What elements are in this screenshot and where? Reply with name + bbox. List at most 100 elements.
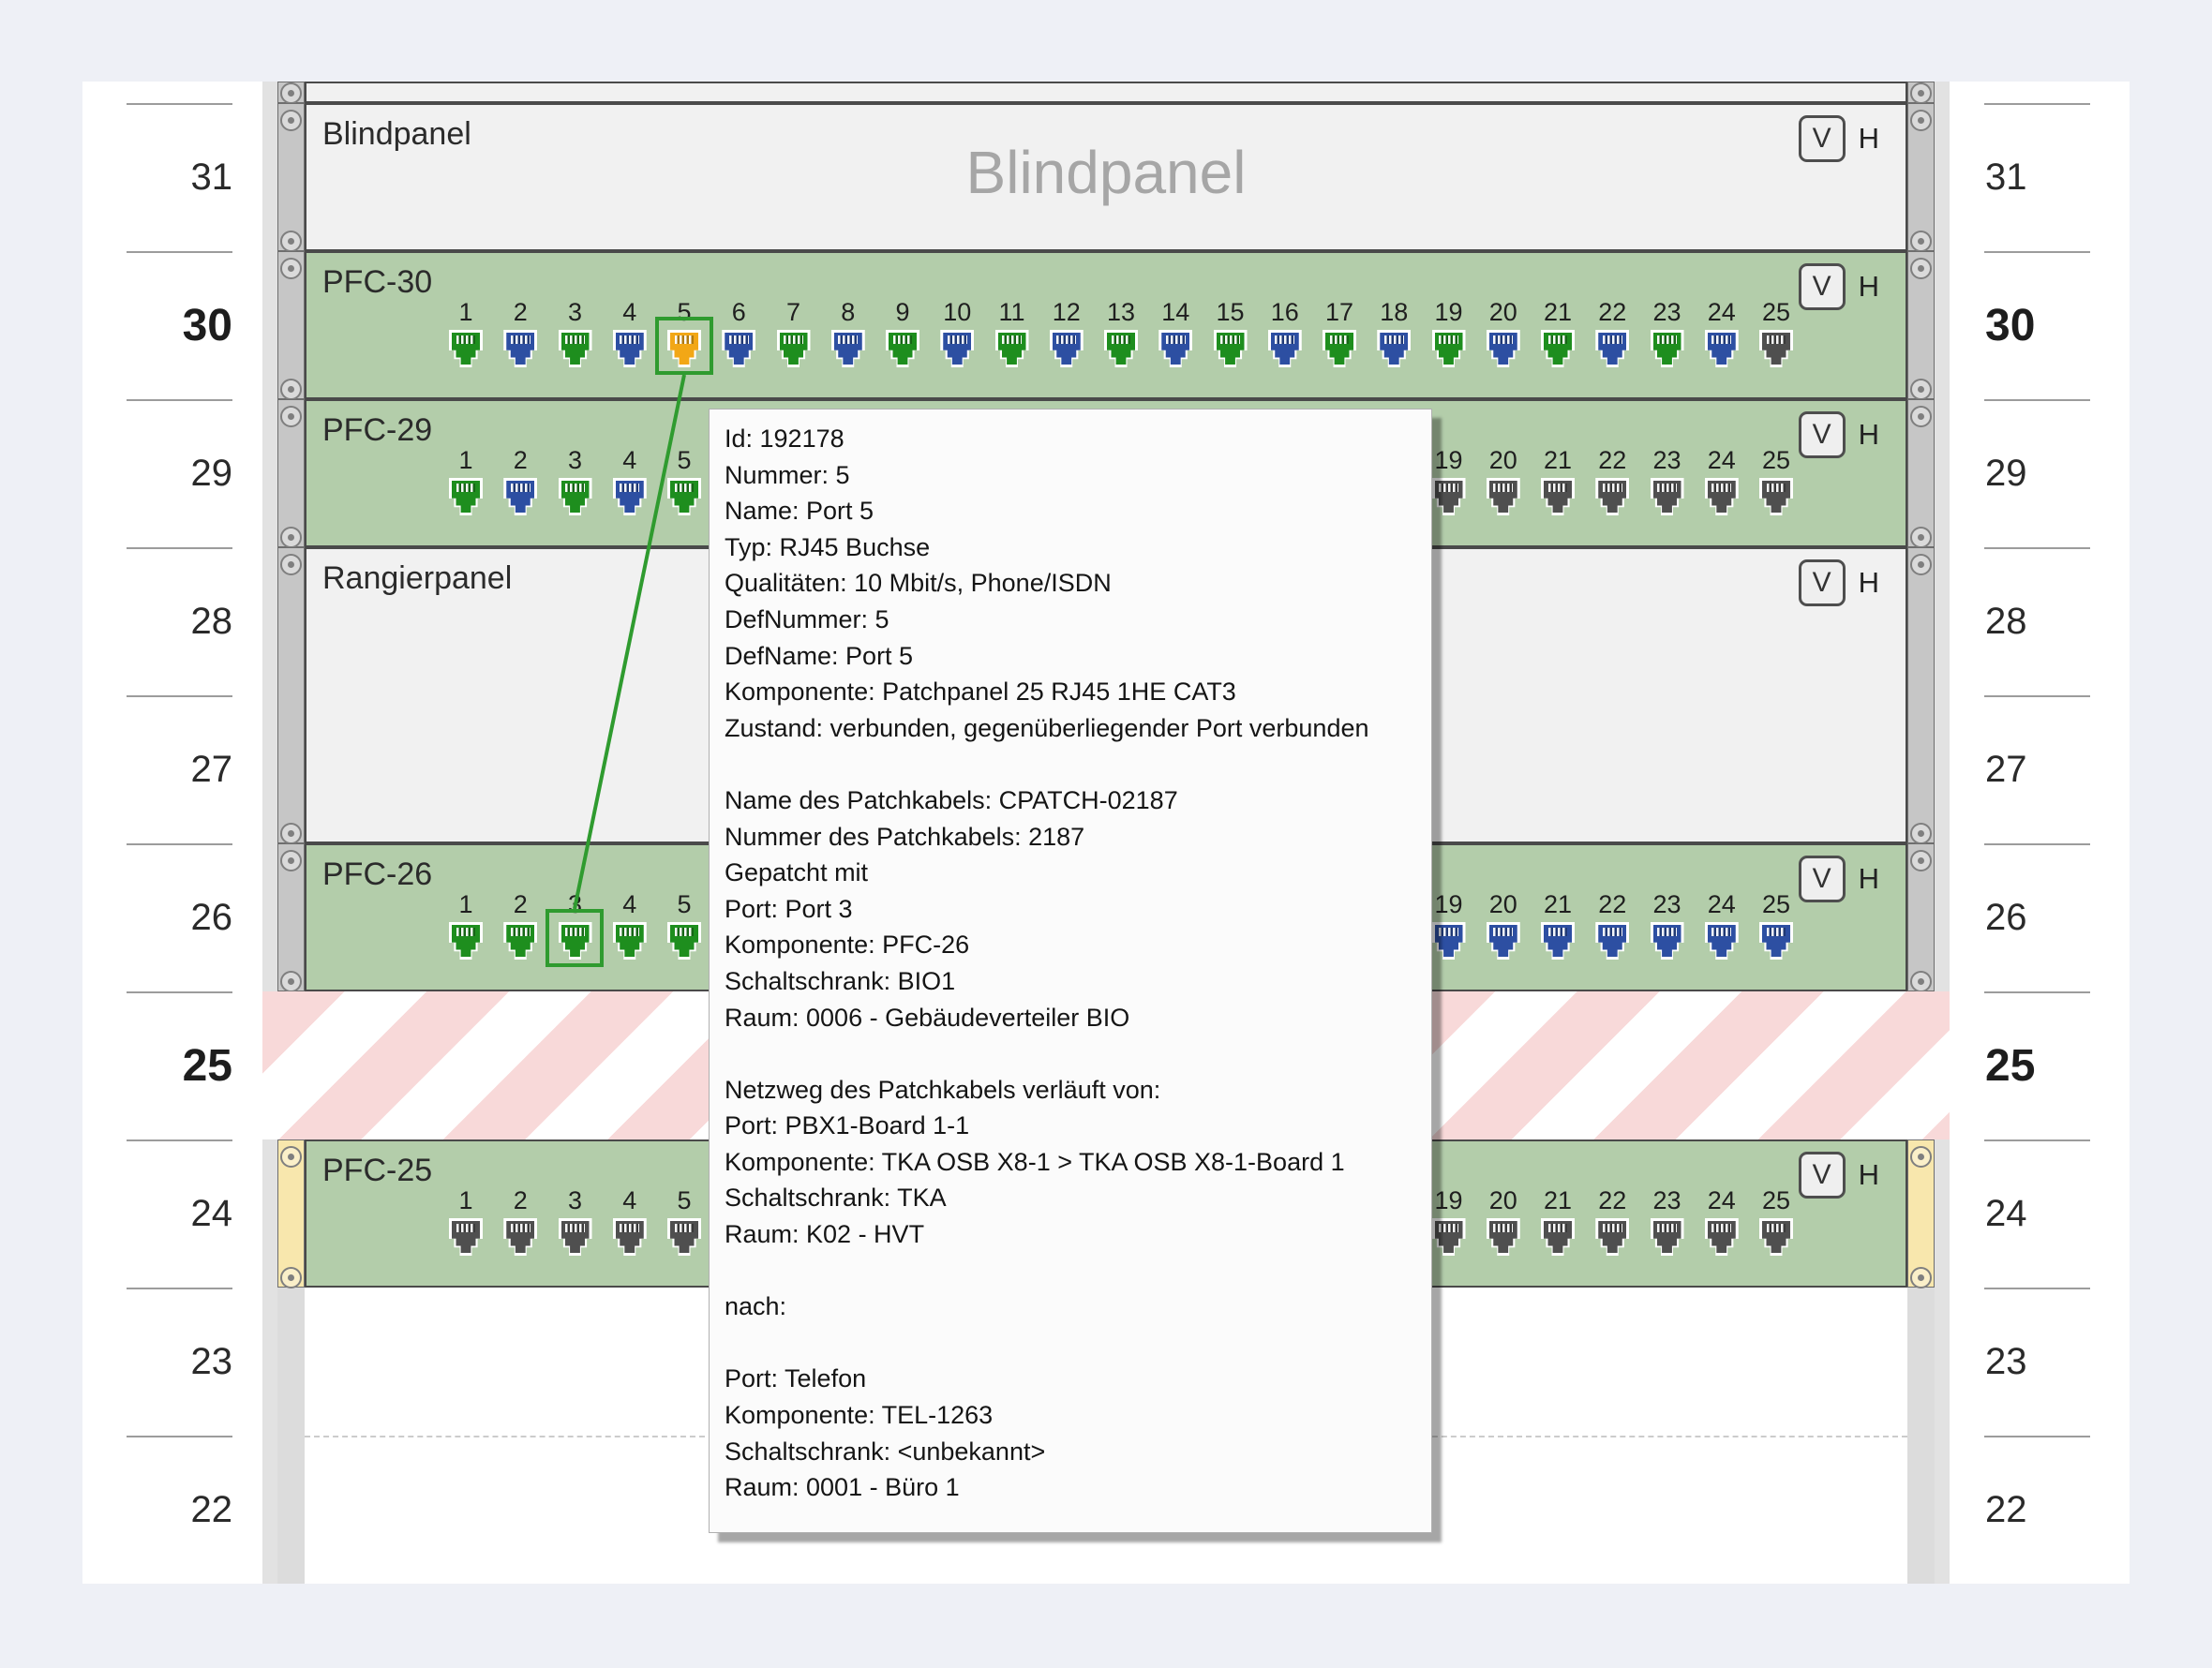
port-pfc25-2[interactable]	[503, 1218, 538, 1256]
screw-icon	[280, 527, 302, 548]
unit-separator-line	[127, 991, 232, 993]
port-pfc25-1[interactable]	[449, 1218, 483, 1256]
port-pfc30-7[interactable]	[776, 330, 811, 367]
port-pfc29-19[interactable]	[1431, 478, 1466, 515]
port-pfc30-1[interactable]	[449, 330, 483, 367]
vertical-view-button-pfc29[interactable]: V	[1798, 411, 1846, 458]
port-pfc25-23[interactable]	[1650, 1218, 1684, 1256]
horizontal-view-button-rangierpanel[interactable]: H	[1858, 566, 1879, 599]
port-pfc30-10[interactable]	[940, 330, 975, 367]
port-pfc30-20[interactable]	[1486, 330, 1520, 367]
port-pfc30-9[interactable]	[886, 330, 919, 367]
port-pfc30-16[interactable]	[1267, 330, 1302, 367]
vertical-view-button-pfc26[interactable]: V	[1798, 856, 1846, 902]
port-pfc30-22[interactable]	[1595, 330, 1630, 367]
port-pfc30-14[interactable]	[1158, 330, 1193, 367]
port-pfc26-20[interactable]	[1486, 922, 1520, 960]
port-number-pfc26-19: 19	[1434, 890, 1463, 918]
port-pfc30-4[interactable]	[612, 330, 647, 367]
port-pfc25-24[interactable]	[1704, 1218, 1739, 1256]
port-pfc29-25[interactable]	[1759, 478, 1793, 515]
unit-row-30-right: 30	[1950, 251, 2130, 399]
port-pfc29-5[interactable]	[667, 478, 701, 515]
screw-icon	[280, 823, 302, 844]
panel-label-pfc25: PFC-25	[322, 1153, 433, 1188]
port-pfc30-3[interactable]	[558, 330, 592, 367]
port-pfc26-24[interactable]	[1704, 922, 1739, 960]
unit-number-27: 27	[1985, 748, 2027, 790]
rack-rail-right-outer	[1935, 82, 1950, 1584]
port-pfc30-6[interactable]	[722, 330, 756, 367]
vertical-view-button-rangierpanel[interactable]: V	[1798, 559, 1846, 606]
port-pfc25-5[interactable]	[667, 1218, 701, 1256]
port-pfc30-8[interactable]	[830, 330, 865, 367]
port-pfc26-23[interactable]	[1650, 922, 1684, 960]
unit-number-29: 29	[1985, 452, 2027, 494]
port-number-pfc26-2: 2	[513, 890, 528, 918]
port-pfc29-20[interactable]	[1486, 478, 1520, 515]
port-pfc26-5[interactable]	[667, 922, 701, 960]
port-pfc25-3[interactable]	[558, 1218, 592, 1256]
port-pfc30-24[interactable]	[1704, 330, 1739, 367]
unit-number-24: 24	[190, 1192, 233, 1234]
port-number-pfc25-2: 2	[513, 1186, 528, 1214]
port-pfc30-18[interactable]	[1377, 330, 1412, 367]
port-pfc26-21[interactable]	[1541, 922, 1575, 960]
panel-sliver[interactable]	[305, 82, 1907, 103]
port-number-pfc26-21: 21	[1543, 890, 1573, 918]
screw-icon	[280, 850, 302, 871]
port-number-pfc29-22: 22	[1598, 446, 1627, 474]
port-pfc30-23[interactable]	[1650, 330, 1684, 367]
port-pfc26-2[interactable]	[503, 922, 538, 960]
horizontal-view-button-pfc25[interactable]: H	[1858, 1158, 1879, 1191]
port-pfc25-4[interactable]	[612, 1218, 647, 1256]
port-pfc30-15[interactable]	[1213, 330, 1248, 367]
port-pfc30-2[interactable]	[503, 330, 538, 367]
vertical-view-button-pfc25[interactable]: V	[1798, 1152, 1846, 1199]
port-number-pfc30-3: 3	[567, 298, 583, 326]
port-pfc29-23[interactable]	[1650, 478, 1684, 515]
horizontal-view-button-pfc30[interactable]: H	[1858, 270, 1879, 303]
port-pfc29-24[interactable]	[1704, 478, 1739, 515]
horizontal-view-button-pfc26[interactable]: H	[1858, 862, 1879, 895]
port-pfc29-22[interactable]	[1595, 478, 1630, 515]
port-pfc26-4[interactable]	[612, 922, 647, 960]
rj45-pins	[456, 484, 476, 492]
port-pfc29-3[interactable]	[558, 478, 592, 515]
port-pfc29-21[interactable]	[1541, 478, 1575, 515]
port-pfc29-2[interactable]	[503, 478, 538, 515]
port-pfc26-22[interactable]	[1595, 922, 1630, 960]
port-pfc29-4[interactable]	[612, 478, 647, 515]
port-pfc25-21[interactable]	[1541, 1218, 1575, 1256]
port-pfc30-19[interactable]	[1431, 330, 1466, 367]
port-number-pfc30-16: 16	[1270, 298, 1299, 326]
rj45-pins	[1766, 1224, 1786, 1232]
unit-separator-line	[127, 843, 232, 845]
vertical-view-button-pfc30[interactable]: V	[1798, 263, 1846, 310]
unit-separator-line	[1984, 695, 2090, 697]
port-pfc30-25[interactable]	[1759, 330, 1793, 367]
port-pfc26-25[interactable]	[1759, 922, 1793, 960]
port-number-pfc26-1: 1	[458, 890, 473, 918]
port-pfc30-17[interactable]	[1323, 330, 1356, 367]
port-pfc30-12[interactable]	[1049, 330, 1084, 367]
port-pfc26-19[interactable]	[1431, 922, 1466, 960]
port-pfc30-11[interactable]	[994, 330, 1029, 367]
unit-separator-line	[127, 103, 232, 105]
port-pfc30-5[interactable]	[667, 330, 701, 367]
port-pfc26-1[interactable]	[449, 922, 483, 960]
horizontal-view-button-blindpanel[interactable]: H	[1858, 122, 1879, 155]
port-pfc29-1[interactable]	[449, 478, 483, 515]
port-pfc25-20[interactable]	[1486, 1218, 1520, 1256]
port-pfc30-21[interactable]	[1541, 330, 1575, 367]
horizontal-view-button-pfc29[interactable]: H	[1858, 418, 1879, 451]
vertical-view-button-blindpanel[interactable]: V	[1798, 115, 1846, 162]
port-pfc30-13[interactable]	[1104, 330, 1138, 367]
port-pfc26-3[interactable]	[558, 922, 592, 960]
port-pfc25-19[interactable]	[1431, 1218, 1466, 1256]
port-pfc25-25[interactable]	[1759, 1218, 1793, 1256]
port-pfc25-22[interactable]	[1595, 1218, 1630, 1256]
